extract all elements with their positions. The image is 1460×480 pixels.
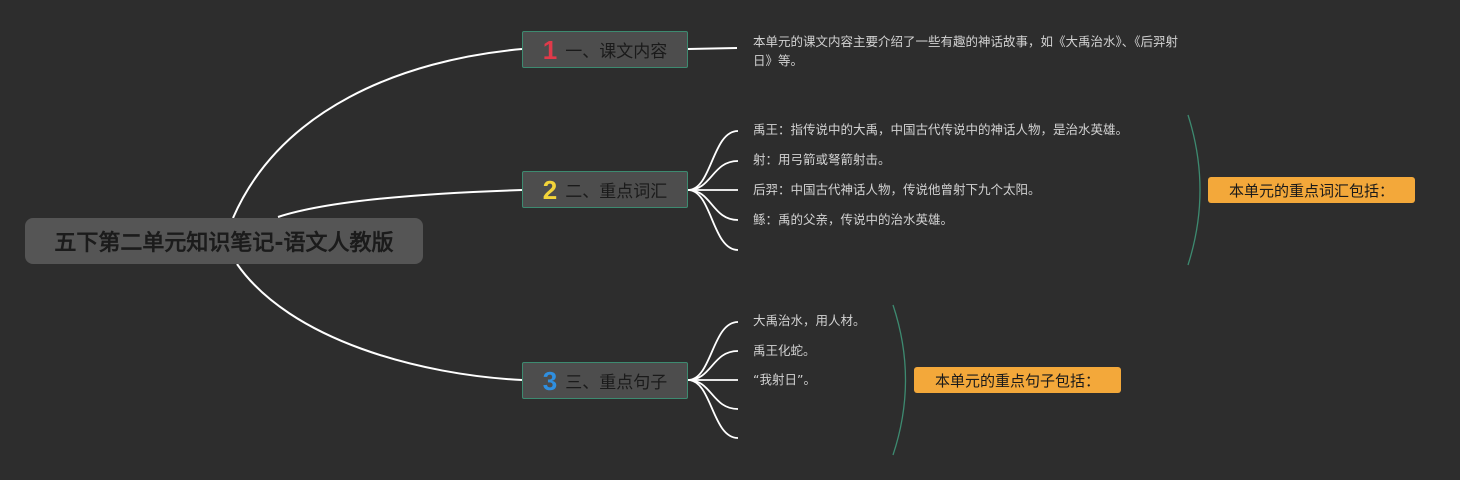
connector-branch-3-leaf-4 xyxy=(687,379,739,410)
root-topic-label: 五下第二单元知识笔记-语文人教版 xyxy=(54,231,394,256)
branch-number-badge: 1 xyxy=(542,34,558,65)
branch-number-badge: 3 xyxy=(542,365,558,396)
connector-branch-2-leaf-5 xyxy=(687,189,739,251)
leaf-vocabulary-3[interactable]: 后羿：中国古代神话人物，传说他曾射下九个太阳。 xyxy=(753,182,1041,197)
branch-key-vocabulary[interactable]: 2 二、重点词汇 xyxy=(522,171,688,208)
connector-root-branch-3 xyxy=(236,263,523,381)
leaf-vocabulary-2[interactable]: 射：用弓箭或弩箭射击。 xyxy=(753,152,891,167)
connector-branch-2-leaf-1 xyxy=(687,130,739,191)
leaf-vocabulary-4[interactable]: 鲧：禹的父亲，传说中的治水英雄。 xyxy=(753,212,954,227)
branch-label: 三、重点句子 xyxy=(565,373,668,393)
branch-number-badge: 2 xyxy=(542,174,558,205)
summary-vocabulary-label: 本单元的重点词汇包括： xyxy=(1228,181,1394,200)
leaf-lesson-content-line-1[interactable]: 本单元的课文内容主要介绍了一些有趣的神话故事，如《大禹治水》、《后羿射 xyxy=(753,34,1179,49)
branch-lesson-content[interactable]: 1 一、课文内容 xyxy=(522,31,688,68)
connector-root-branch-1 xyxy=(232,48,523,219)
leaf-sentence-1[interactable]: 大禹治水，用人材。 xyxy=(753,313,866,328)
connector-branch-3-leaf-2 xyxy=(687,350,739,381)
branch-key-sentences[interactable]: 3 三、重点句子 xyxy=(522,362,688,399)
summary-bracket-sentences xyxy=(892,304,907,456)
connector-branch-3-leaf-1 xyxy=(687,321,739,381)
root-topic[interactable]: 五下第二单元知识笔记-语文人教版 xyxy=(25,218,423,264)
leaf-sentence-2[interactable]: 禹王化蛇。 xyxy=(753,343,816,358)
branch-label: 二、重点词汇 xyxy=(565,182,668,202)
branch-label: 一、课文内容 xyxy=(565,42,668,62)
leaf-vocabulary-1[interactable]: 禹王：指传说中的大禹，中国古代传说中的神话人物，是治水英雄。 xyxy=(753,122,1129,137)
connector-branch-2-leaf-2 xyxy=(687,160,739,191)
summary-sentences-label: 本单元的重点句子包括： xyxy=(934,371,1100,390)
connector-root-branch-2 xyxy=(277,189,523,218)
summary-vocabulary[interactable]: 本单元的重点词汇包括： xyxy=(1208,177,1415,203)
connector-branch-1-leaf xyxy=(687,47,738,50)
leaf-sentence-3[interactable]: “我射日”。 xyxy=(753,372,816,387)
connector-branch-2-leaf-4 xyxy=(687,189,739,221)
connector-branch-3-leaf-5 xyxy=(687,379,739,439)
summary-sentences[interactable]: 本单元的重点句子包括： xyxy=(914,367,1121,393)
leaf-lesson-content-line-2[interactable]: 日》等。 xyxy=(753,53,804,68)
summary-bracket-vocabulary xyxy=(1187,114,1201,266)
